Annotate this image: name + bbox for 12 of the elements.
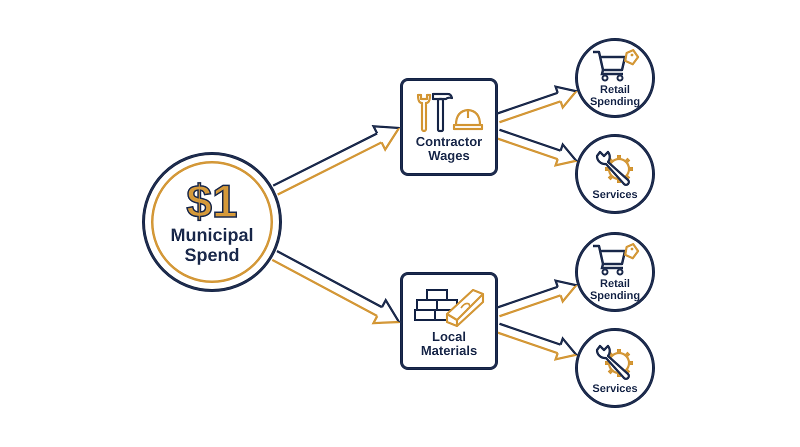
- arrow: [271, 250, 400, 324]
- node-label: Contractor Wages: [414, 134, 484, 164]
- node-label: Services: [592, 382, 638, 396]
- process-box: [400, 272, 498, 370]
- amount-label: $1: [186, 178, 238, 224]
- process-box: [400, 78, 498, 176]
- node-label: Retail Spending: [588, 278, 642, 302]
- node-label: Municipal Spend: [169, 226, 254, 266]
- node-label: Services: [592, 188, 638, 202]
- node-label: Retail Spending: [588, 84, 642, 108]
- arrow: [272, 125, 400, 196]
- node-label: Local Materials: [420, 330, 478, 358]
